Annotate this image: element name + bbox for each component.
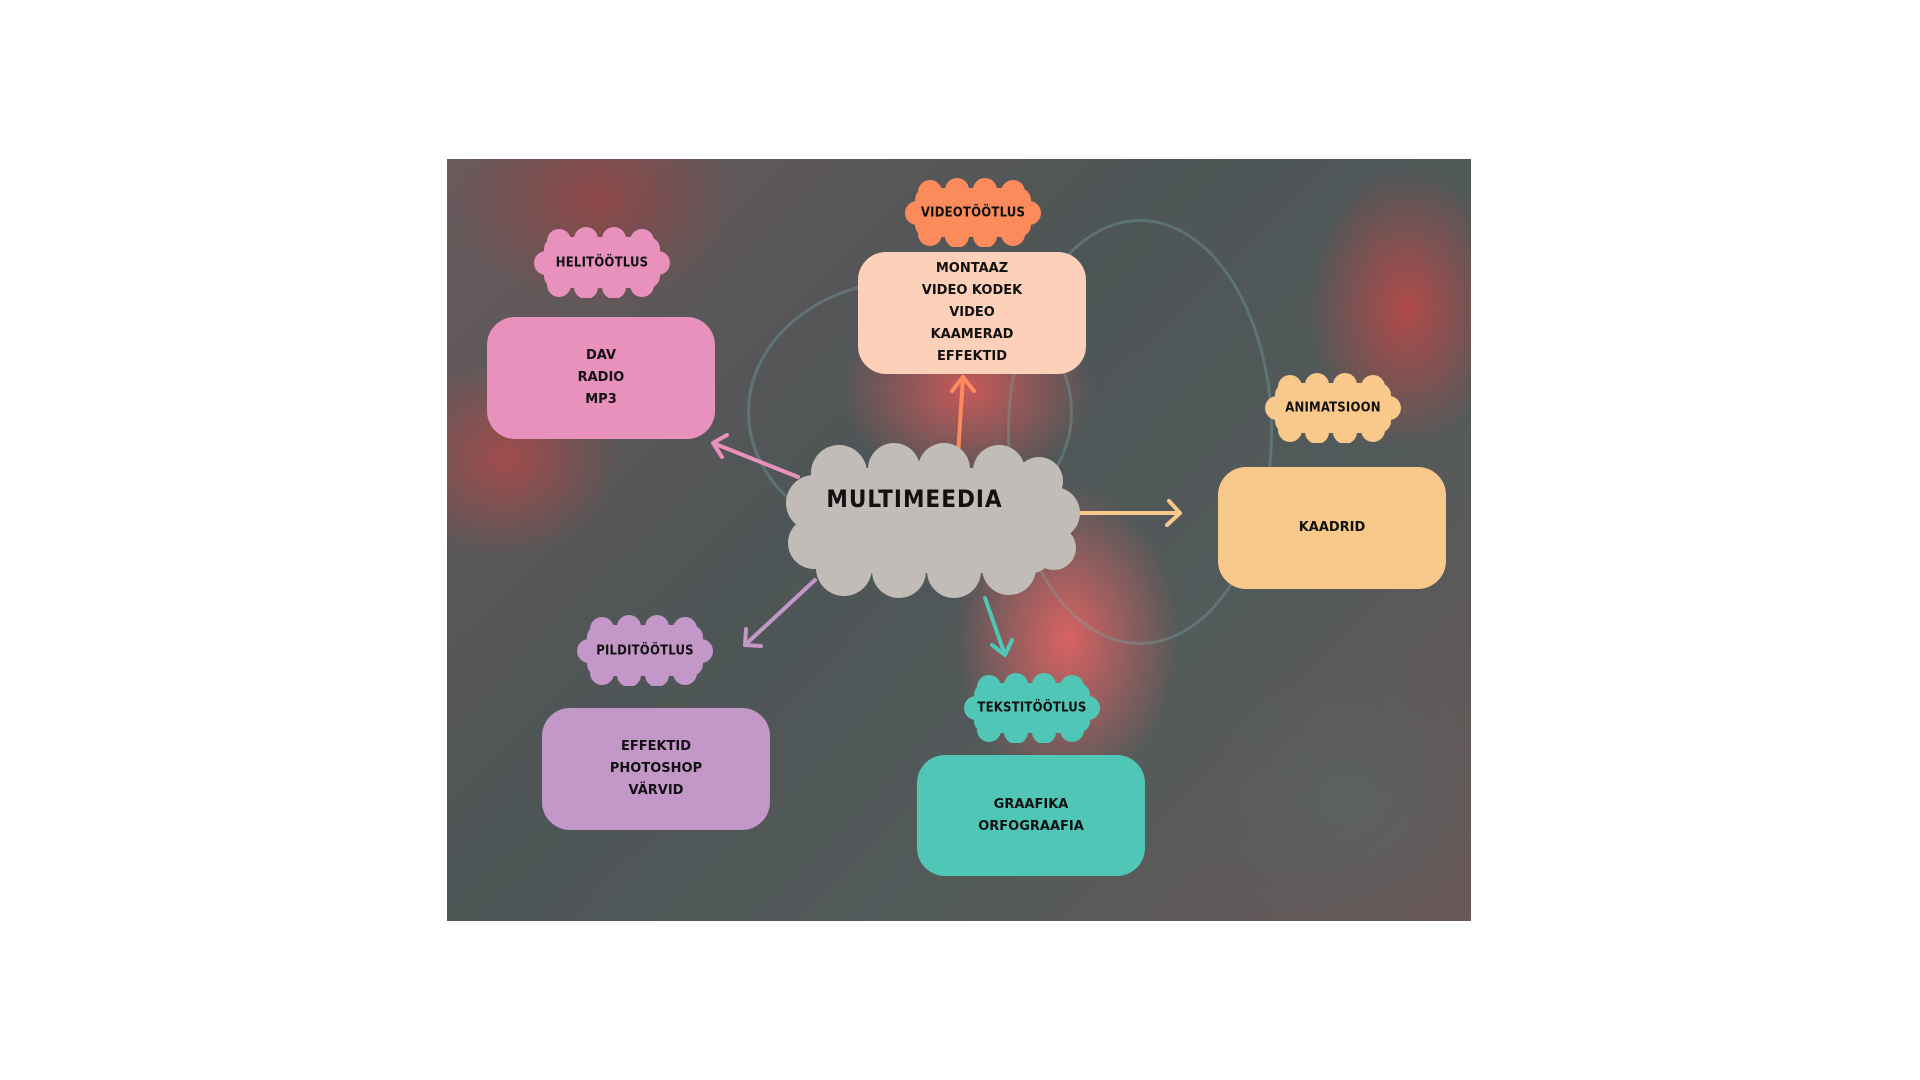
- arrow-pildi: [743, 578, 817, 648]
- arrow-heli: [711, 433, 800, 479]
- item: EFFEKTID: [936, 349, 1008, 364]
- item: MP3: [585, 392, 617, 407]
- cloud-tekstitootlus[interactable]: TEKSTITÖÖTLUS: [964, 673, 1100, 743]
- item: GRAAFIKA: [993, 796, 1069, 812]
- cloud-title: VIDEOTÖÖTLUS: [920, 205, 1026, 220]
- cloud-shape: [534, 227, 670, 298]
- cloud-shape: [1265, 373, 1401, 443]
- item: ORFOGRAAFIA: [978, 818, 1084, 834]
- box-helitootlus[interactable]: DAV RADIO MP3: [487, 317, 715, 439]
- box-videotootlus[interactable]: MONTAAZ VIDEO KODEK VIDEO KAAMERAD EFFEK…: [858, 252, 1086, 374]
- box-tekstitootlus[interactable]: GRAAFIKA ORFOGRAAFIA: [917, 755, 1145, 876]
- cloud-shape: [964, 673, 1100, 743]
- arrow-video: [950, 375, 976, 457]
- item: MONTAAZ: [935, 261, 1009, 276]
- cloud-pilditootlus[interactable]: PILDITÖÖTLUS: [577, 615, 713, 686]
- cloud-shape: [905, 178, 1041, 247]
- background-shape: [1007, 219, 1273, 645]
- center-cloud[interactable]: MULTIMEEDIA: [784, 443, 1080, 598]
- cloud-animatsioon[interactable]: ANIMATSIOON: [1265, 373, 1401, 443]
- item: VIDEO: [949, 305, 995, 320]
- cloud-title: HELITÖÖTLUS: [555, 255, 649, 270]
- cloud-title: TEKSTITÖÖTLUS: [977, 700, 1087, 716]
- mindmap-canvas: MULTIMEEDIA HELITÖÖTLUS DAV RADIO MP3 VI…: [447, 159, 1471, 921]
- item: KAADRID: [1298, 520, 1366, 535]
- arrows: [711, 375, 1182, 657]
- item: RADIO: [577, 370, 625, 385]
- item: VIDEO KODEK: [921, 283, 1023, 298]
- cloud-videotootlus[interactable]: VIDEOTÖÖTLUS: [905, 178, 1041, 247]
- item: DAV: [585, 348, 617, 363]
- cloud-shape: [786, 443, 1080, 598]
- arrow-animatsioon: [1069, 499, 1182, 527]
- item: VÄRVID: [628, 783, 684, 798]
- box-animatsioon[interactable]: KAADRID: [1218, 467, 1446, 589]
- cloud-title: ANIMATSIOON: [1285, 400, 1381, 416]
- cloud-title: PILDITÖÖTLUS: [596, 643, 694, 658]
- item: EFFEKTID: [620, 739, 692, 754]
- cloud-shape: [577, 615, 713, 686]
- item: PHOTOSHOP: [609, 761, 703, 776]
- item: KAAMERAD: [930, 327, 1014, 342]
- cloud-helitootlus[interactable]: HELITÖÖTLUS: [534, 227, 670, 298]
- arrow-teksti: [983, 596, 1014, 657]
- center-label: MULTIMEEDIA: [826, 485, 1003, 513]
- box-pilditootlus[interactable]: EFFEKTID PHOTOSHOP VÄRVID: [542, 708, 770, 830]
